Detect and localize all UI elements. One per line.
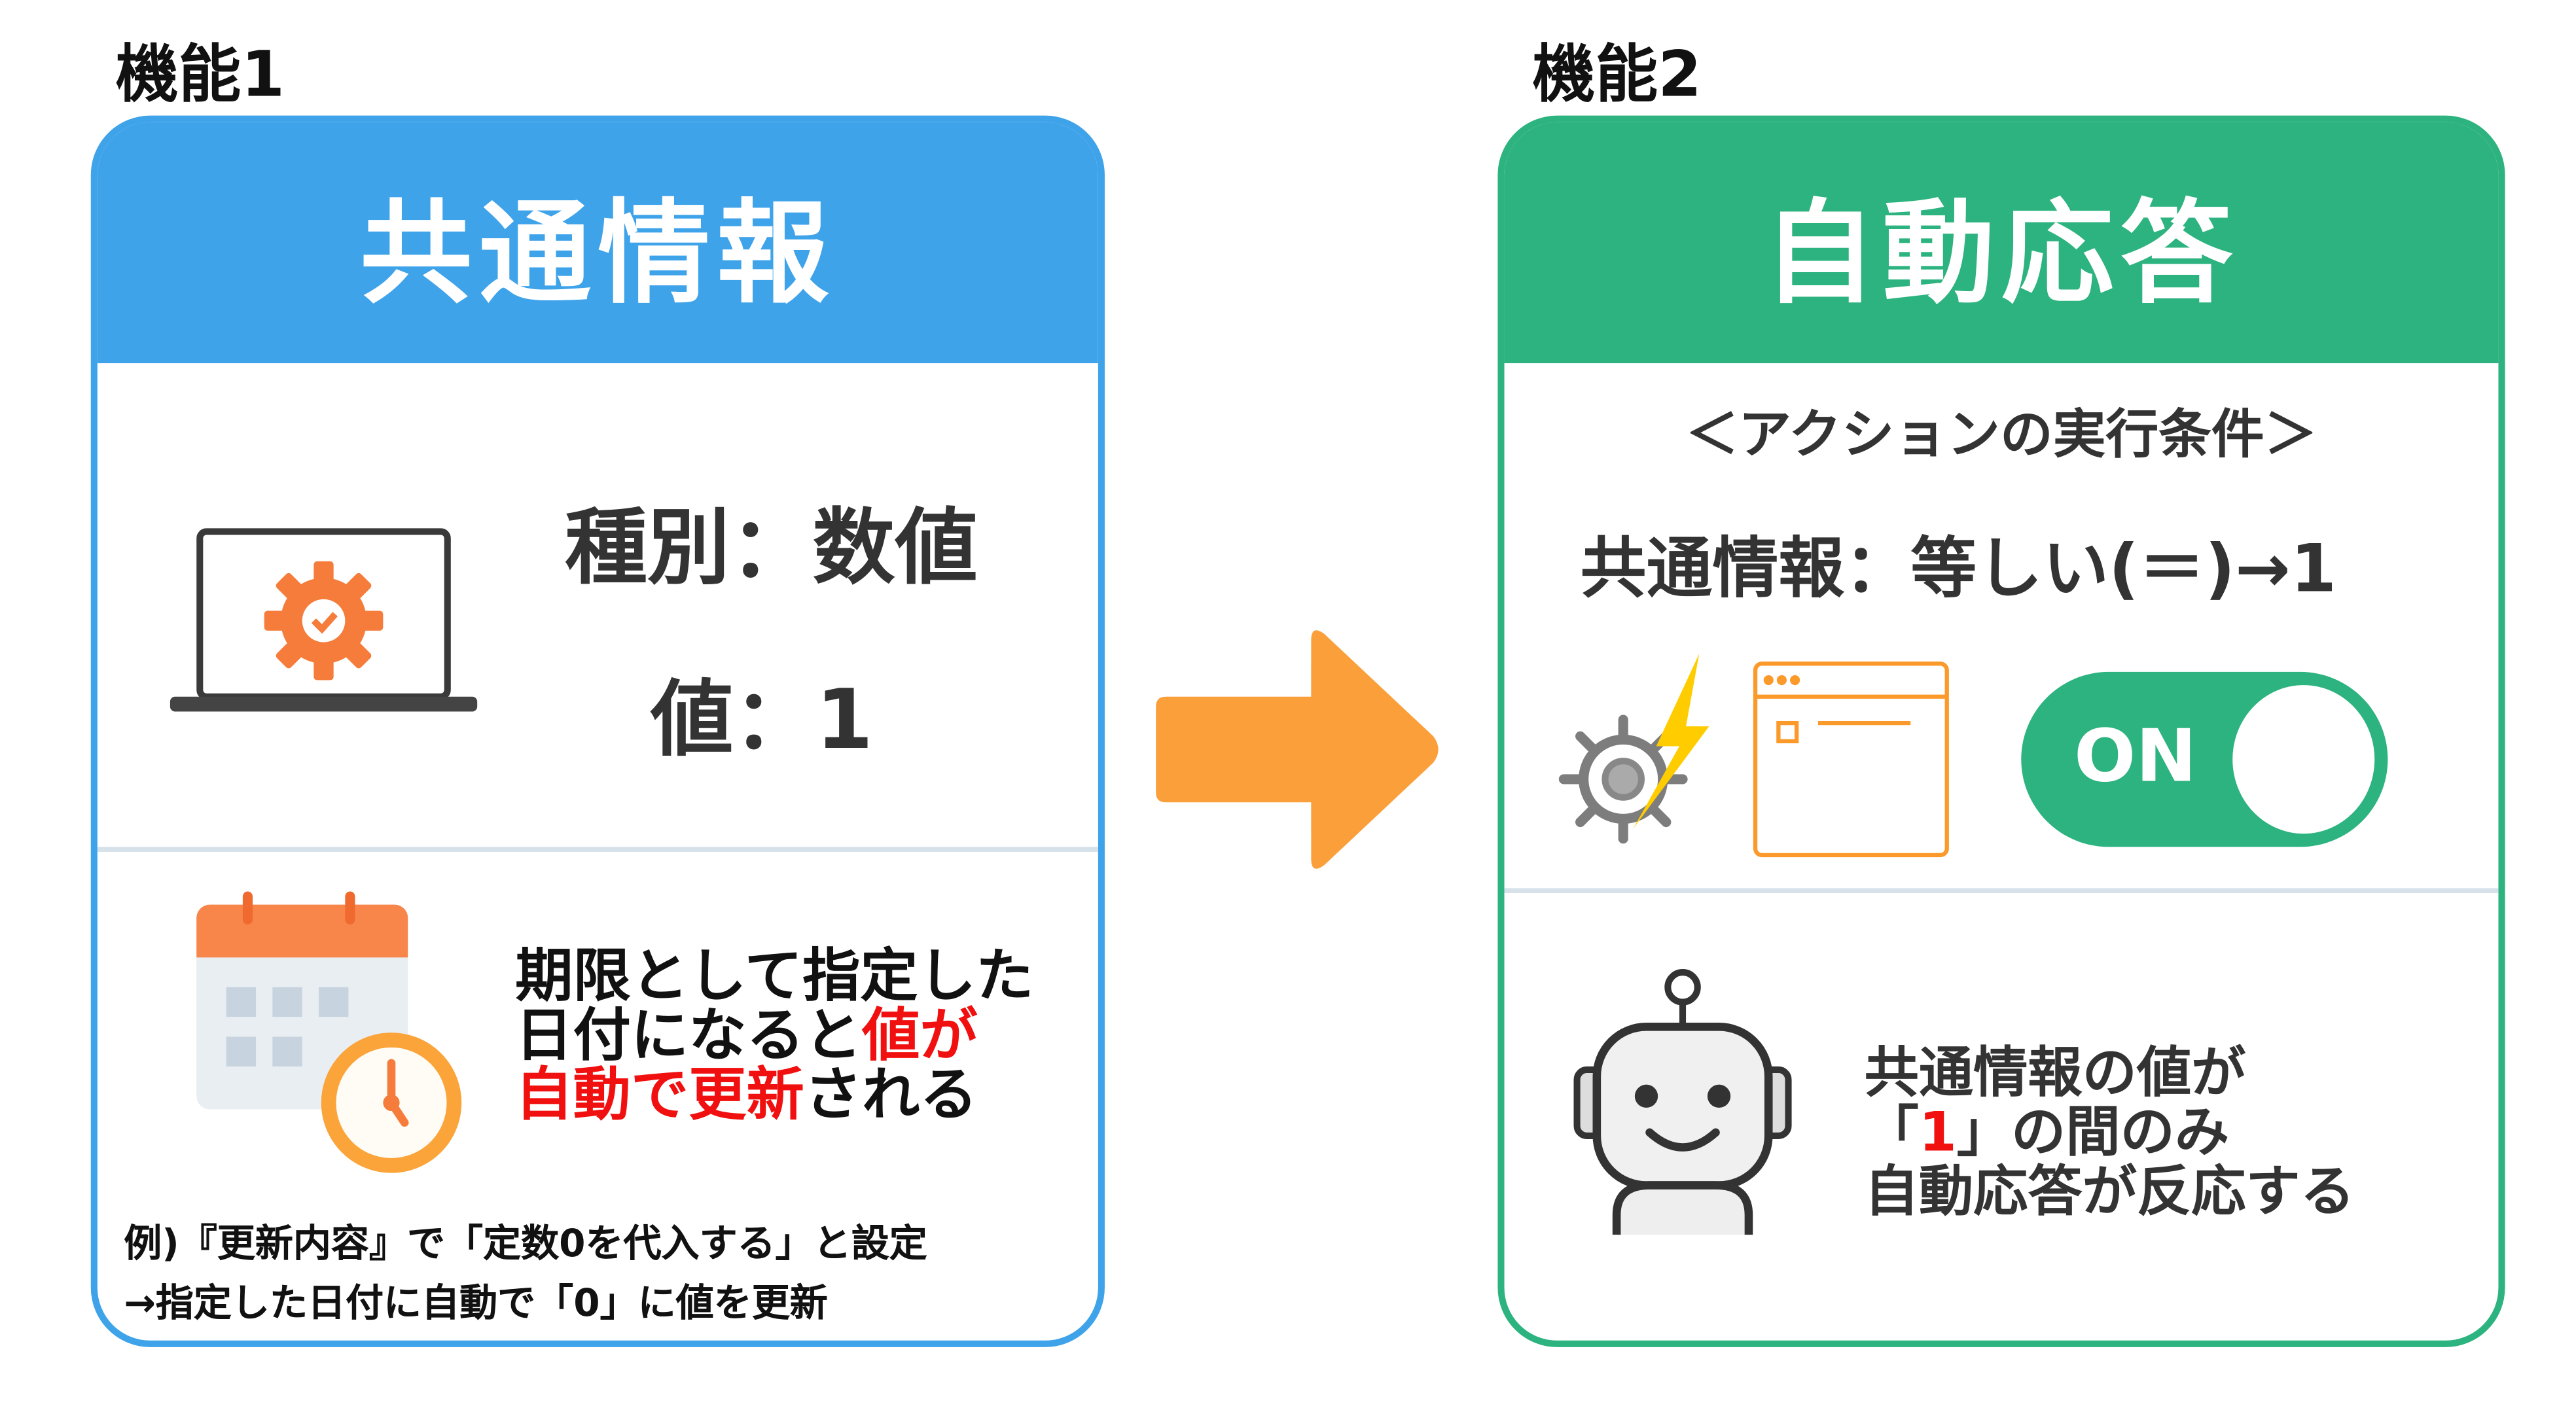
common-info-card: 共通情報 種別：数値 値：1 期限として指定した 日付に: [90, 115, 1105, 1347]
feature1-label: 機能1: [115, 38, 285, 111]
response-line-3: 自動応答が反応する: [1864, 1159, 2355, 1224]
desc-highlight: 値が: [862, 1004, 978, 1070]
desc-text: 日付になると: [515, 1004, 863, 1070]
desc-line-1: 期限として指定した: [515, 944, 1034, 1011]
example-line-1: 例)『更新内容』で「定数0を代入する」と設定: [124, 1223, 927, 1267]
condition-text: 共通情報：等しい(＝)→1: [1580, 531, 2336, 608]
desc-highlight: 自動で更新: [515, 1063, 804, 1129]
divider: [1504, 888, 2499, 893]
auto-response-card: 自動応答 ＜アクションの実行条件＞ 共通情報：等しい(＝)→1 ON: [1497, 115, 2505, 1347]
divider: [97, 847, 1098, 852]
calendar-clock-icon: [196, 891, 462, 1173]
example-line-2: →指定した日付に自動で「0」に値を更新: [124, 1282, 828, 1326]
gear-lightning-icon: [1558, 654, 1709, 844]
value-text: 値：1: [651, 671, 874, 768]
laptop-gear-icon: [170, 528, 478, 712]
deadline-description: 期限として指定した 日付になると値が 自動で更新される: [515, 947, 1033, 1125]
browser-window-icon: [1753, 661, 1949, 858]
response-text: 「: [1864, 1099, 1919, 1164]
toggle-knob: [2232, 685, 2375, 834]
desc-text: される: [804, 1063, 978, 1129]
condition-heading: ＜アクションの実行条件＞: [1685, 402, 2317, 466]
response-line-1: 共通情報の値が: [1864, 1040, 2246, 1104]
robot-icon: [1573, 969, 1792, 1235]
arrow-right-icon: [1156, 630, 1439, 869]
desc-line-2: 日付になると値が: [515, 1007, 1033, 1066]
response-text: 」の間のみ: [1956, 1099, 2230, 1164]
auto-response-title: 自動応答: [1504, 122, 2499, 364]
feature2-label: 機能2: [1532, 38, 1702, 111]
response-line-2: 「1」の間のみ: [1865, 1102, 2355, 1162]
common-info-title: 共通情報: [97, 122, 1098, 364]
auto-response-toggle[interactable]: ON: [2021, 671, 2388, 847]
response-highlight: 1: [1918, 1099, 1957, 1164]
desc-line-3: 自動で更新される: [515, 1066, 1033, 1126]
type-text: 種別：数値: [564, 500, 978, 596]
response-description: 共通情報の値が 「1」の間のみ 自動応答が反応する: [1864, 1040, 2355, 1224]
toggle-label: ON: [2074, 714, 2197, 800]
